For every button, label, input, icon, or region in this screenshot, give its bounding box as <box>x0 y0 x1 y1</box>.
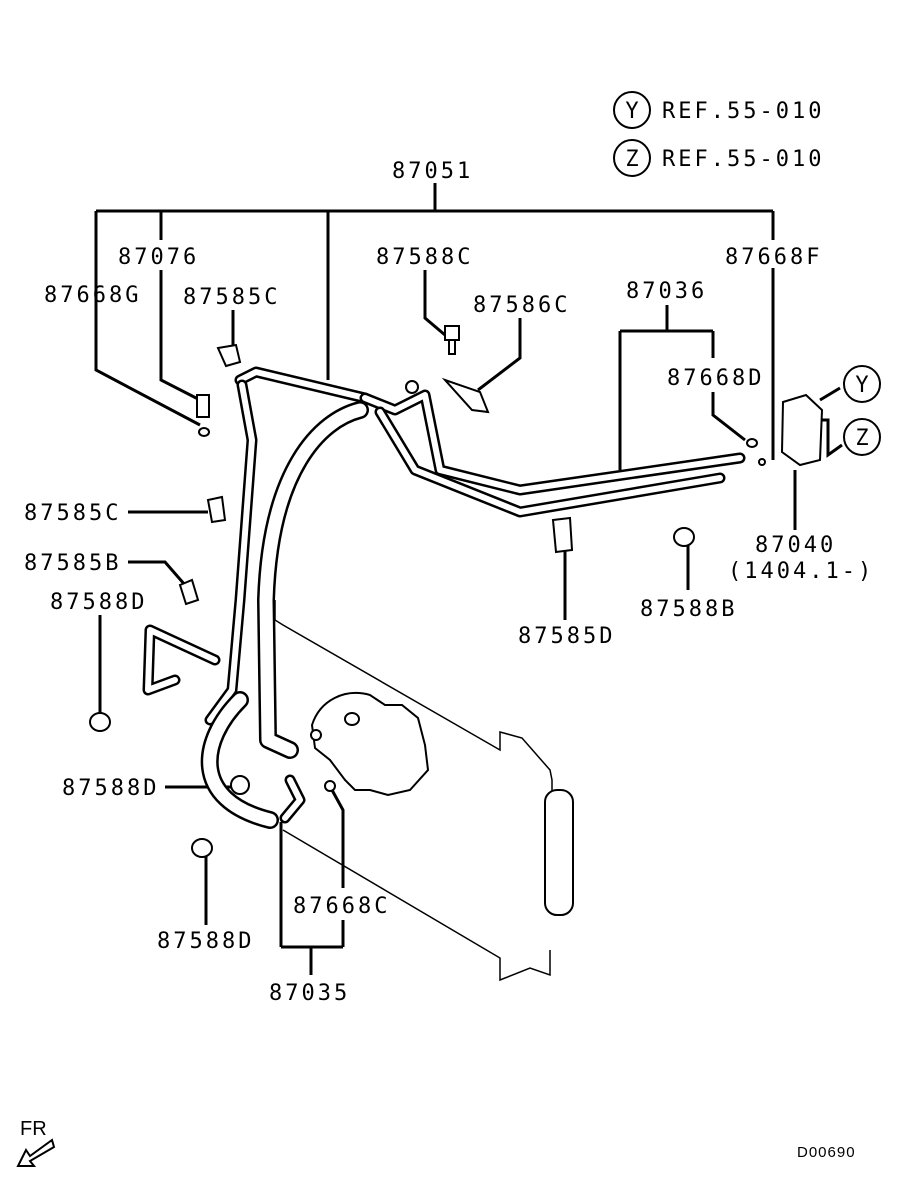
callout-87668d[interactable]: 87668D <box>667 366 764 391</box>
callout-87588d-upper[interactable]: 87588D <box>50 590 147 615</box>
bolt-87588d-upper <box>89 712 111 732</box>
callout-87076[interactable]: 87076 <box>118 245 199 270</box>
callout-87588c[interactable]: 87588C <box>376 245 473 270</box>
receiver-drier <box>544 789 574 916</box>
clamp-87586c <box>441 377 490 414</box>
callout-87051[interactable]: 87051 <box>392 159 473 184</box>
clip-87585c-left <box>206 495 227 524</box>
fitting-cap <box>405 380 419 394</box>
callout-87668c[interactable]: 87668C <box>293 894 390 919</box>
o-ring-87668f <box>758 458 766 466</box>
ref-symbol-z: Z <box>625 147 638 172</box>
ref-circle-y <box>613 91 651 129</box>
drawing-id: D00690 <box>797 1144 856 1161</box>
part-callouts: 87051 87076 87668G 87585C 87588C 87586C … <box>24 159 874 1006</box>
leader-87586c <box>477 318 522 392</box>
condenser-outline <box>274 600 553 982</box>
ref-text-y: REF.55-010 <box>662 99 824 124</box>
bolt-87588d-mid <box>230 775 250 795</box>
callout-87588d-mid[interactable]: 87588D <box>62 776 159 801</box>
callout-87035[interactable]: 87035 <box>269 981 350 1006</box>
leader-87585b <box>128 560 187 586</box>
clip-87585c-top <box>216 343 242 368</box>
callout-87040[interactable]: 87040 <box>755 533 836 558</box>
bolt-head-87588c <box>444 325 460 341</box>
o-ring-87668c <box>324 780 336 792</box>
callout-87588d-lower[interactable]: 87588D <box>157 929 254 954</box>
front-pipe-loop <box>142 624 221 696</box>
compressor-port-o-ring <box>310 729 322 741</box>
leader-87051-bracket <box>94 183 775 460</box>
o-ring-87668d <box>746 438 758 448</box>
piping <box>142 366 746 829</box>
expansion-valve-87040 <box>780 393 824 467</box>
connector-circle-z[interactable] <box>843 418 881 456</box>
callout-87585d[interactable]: 87585D <box>518 624 615 649</box>
clip-87585b <box>178 578 200 606</box>
fasteners-and-clips: Y Z <box>89 325 881 858</box>
callout-87585c-top[interactable]: 87585C <box>183 285 280 310</box>
ref-text-z: REF.55-010 <box>662 147 824 172</box>
callout-87585c-left[interactable]: 87585C <box>24 501 121 526</box>
callout-87668g[interactable]: 87668G <box>44 283 141 308</box>
fr-arrow-icon <box>16 1138 56 1167</box>
leader-87035-bracket <box>279 789 345 975</box>
leader-87036-bracket <box>618 305 746 470</box>
leader-yz-connectors <box>818 386 843 458</box>
bolt-shank-87588c <box>448 339 456 355</box>
connector-symbol-z: Z <box>855 426 868 451</box>
compressor-body <box>310 692 430 797</box>
callout-87036[interactable]: 87036 <box>626 279 707 304</box>
callout-87585b[interactable]: 87585B <box>24 551 121 576</box>
o-ring-87668g <box>198 427 210 437</box>
callout-87586c[interactable]: 87586C <box>473 293 570 318</box>
switch-87076 <box>196 394 210 418</box>
connector-symbol-y: Y <box>855 373 868 398</box>
connector-circle-y[interactable] <box>843 365 881 403</box>
leader-lines <box>94 183 843 975</box>
ref-symbol-y: Y <box>625 99 638 124</box>
reference-z[interactable]: Z REF.55-010 <box>613 139 824 177</box>
fr-label: FR <box>20 1118 47 1140</box>
condenser <box>274 600 574 982</box>
front-direction-indicator: FR <box>16 1118 56 1167</box>
reference-legend: Y REF.55-010 Z REF.55-010 <box>613 91 824 177</box>
bolt-87588d-lower <box>191 838 213 858</box>
compressor <box>310 692 430 797</box>
leader-87588c <box>423 270 446 337</box>
callout-87040-note: (1404.1-) <box>728 559 874 584</box>
clip-87585d <box>551 516 574 554</box>
ref-circle-z <box>613 139 651 177</box>
reference-y[interactable]: Y REF.55-010 <box>613 91 824 129</box>
compressor-fitting <box>344 712 360 726</box>
bolt-87588b <box>673 527 695 547</box>
callout-87668f[interactable]: 87668F <box>725 245 822 270</box>
callout-87588b[interactable]: 87588B <box>640 597 737 622</box>
